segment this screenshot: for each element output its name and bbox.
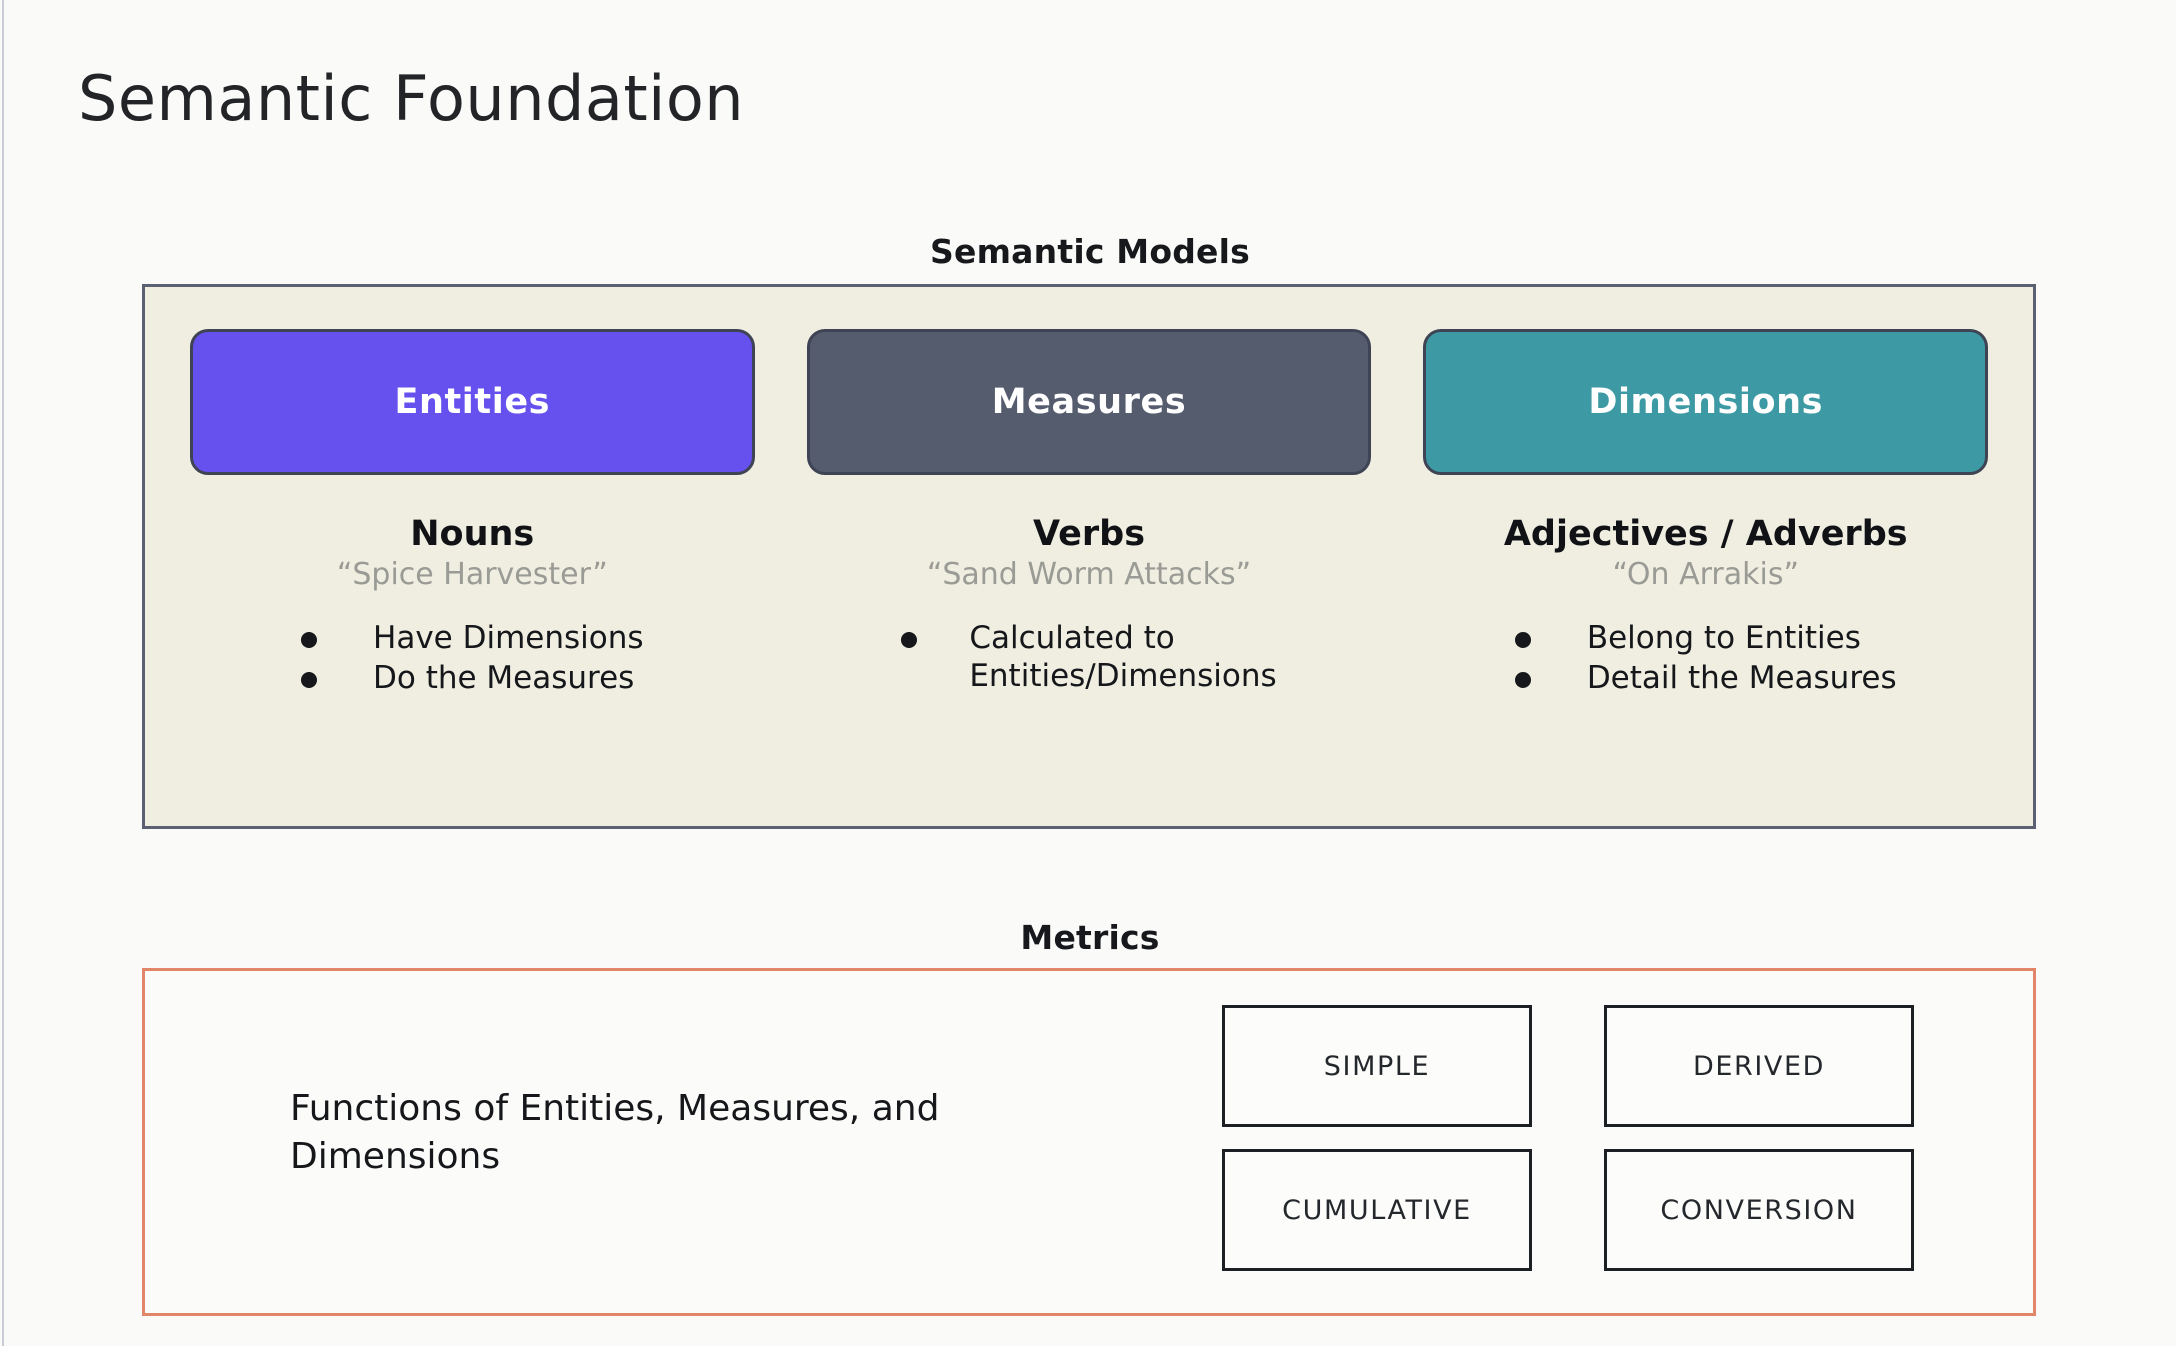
model-column-measures: Measures Verbs “Sand Worm Attacks” Calcu… bbox=[806, 329, 1372, 826]
bullet-label: Calculated to Entities/Dimensions bbox=[969, 619, 1277, 695]
metric-type-conversion[interactable]: CONVERSION bbox=[1604, 1149, 1914, 1271]
bullet-dot-icon bbox=[301, 631, 318, 648]
card-measures[interactable]: Measures bbox=[806, 329, 1372, 475]
list-item: Belong to Entities bbox=[1514, 619, 1897, 658]
metrics-heading: Metrics bbox=[1020, 918, 1160, 957]
bullet-dot-icon bbox=[1514, 672, 1531, 689]
bullet-label: Have Dimensions bbox=[373, 619, 644, 656]
bullet-label: Belong to Entities bbox=[1586, 619, 1861, 656]
list-item: Do the Measures bbox=[301, 659, 644, 698]
pos-title-dimensions: Adjectives / Adverbs bbox=[1503, 514, 1908, 554]
card-dimensions[interactable]: Dimensions bbox=[1423, 329, 1988, 475]
semantic-models-panel: Entities Nouns “Spice Harvester” Have Di… bbox=[142, 284, 2036, 829]
page-title: Semantic Foundation bbox=[78, 62, 745, 135]
bullet-list-entities: Have Dimensions Do the Measures bbox=[301, 619, 644, 699]
model-column-entities: Entities Nouns “Spice Harvester” Have Di… bbox=[190, 329, 755, 826]
list-item: Calculated to Entities/Dimensions bbox=[901, 619, 1277, 697]
pos-example-dimensions: “On Arrakis” bbox=[1612, 556, 1799, 592]
pos-title-measures: Verbs bbox=[1032, 514, 1146, 554]
bullet-dot-icon bbox=[1514, 631, 1531, 648]
bullet-list-dimensions: Belong to Entities Detail the Measures bbox=[1514, 619, 1897, 699]
pos-title-entities: Nouns bbox=[410, 514, 535, 554]
list-item: Detail the Measures bbox=[1514, 659, 1897, 698]
bullet-list-measures: Calculated to Entities/Dimensions bbox=[901, 619, 1277, 697]
list-item: Have Dimensions bbox=[301, 619, 644, 658]
pos-example-measures: “Sand Worm Attacks” bbox=[926, 556, 1252, 592]
model-column-dimensions: Dimensions Adjectives / Adverbs “On Arra… bbox=[1423, 329, 1988, 826]
metric-type-cumulative[interactable]: CUMULATIVE bbox=[1222, 1149, 1532, 1271]
pos-example-entities: “Spice Harvester” bbox=[336, 556, 608, 592]
bullet-dot-icon bbox=[901, 631, 918, 648]
bullet-label: Detail the Measures bbox=[1586, 660, 1897, 697]
left-edge-rule bbox=[2, 0, 4, 1346]
semantic-models-heading: Semantic Models bbox=[930, 232, 1250, 271]
metrics-type-grid: SIMPLE DERIVED CUMULATIVE CONVERSION bbox=[1222, 1005, 1914, 1271]
metric-type-derived[interactable]: DERIVED bbox=[1604, 1005, 1914, 1127]
metrics-description: Functions of Entities, Measures, and Dim… bbox=[290, 1088, 940, 1177]
semantic-models-grid: Entities Nouns “Spice Harvester” Have Di… bbox=[145, 287, 2033, 826]
bullet-label: Do the Measures bbox=[373, 660, 635, 697]
card-entities[interactable]: Entities bbox=[190, 329, 755, 475]
bullet-dot-icon bbox=[301, 672, 318, 689]
metric-type-simple[interactable]: SIMPLE bbox=[1222, 1005, 1532, 1127]
